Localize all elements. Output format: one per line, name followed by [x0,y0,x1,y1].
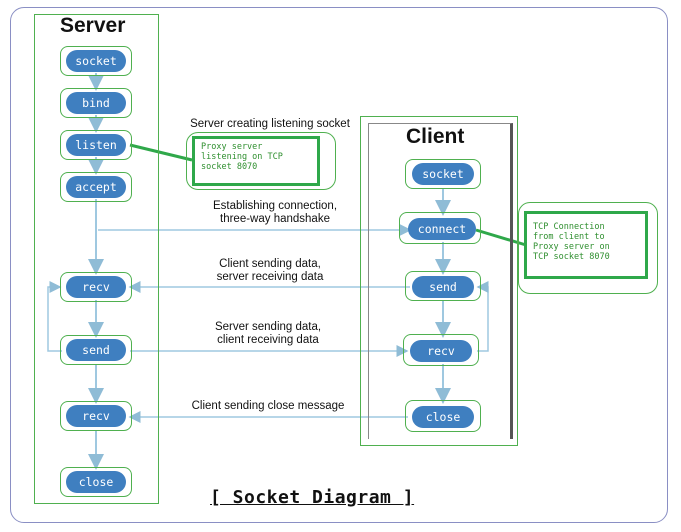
client-column [368,123,513,439]
server-step-frame [60,172,132,202]
server-step-recv-close: recv [66,405,126,427]
server-step-frame [60,335,132,365]
tcp-note-line: from client to [533,232,605,242]
client-step-frame [399,212,481,244]
diagram-frame [10,7,668,523]
tcp-note-line: Proxy server on [533,242,610,252]
proxy-note-line: socket 8070 [201,162,258,172]
close-message-label: Client sending close message [191,400,345,412]
listening-socket-label: Server creating listening socket [190,118,350,130]
tcp-connection-note: TCP Connection from client to Proxy serv… [524,211,648,279]
proxy-note-line: Proxy server [201,142,263,152]
client-step-frame [405,400,481,432]
server-send-label-line1: Server sending data, [214,321,322,333]
handshake-label-line1: Establishing connection, [212,200,338,212]
server-loop-bracket [47,281,62,352]
client-send-label-line1: Client sending data, [219,258,321,270]
server-column [34,14,159,504]
server-step-frame [60,88,132,118]
client-step-close: close [412,406,474,428]
client-step-connect: connect [408,218,476,240]
client-step-send: send [412,276,474,298]
server-step-bind: bind [66,92,126,114]
server-step-listen: listen [66,134,126,156]
client-step-frame [403,334,479,366]
server-step-frame [60,467,132,497]
client-send-label-line2: server receiving data [216,271,324,283]
server-step-frame [60,46,132,76]
server-step-close: close [66,471,126,493]
server-step-recv: recv [66,276,126,298]
client-column-outer [360,116,518,446]
server-title: Server [60,14,126,37]
server-step-send: send [66,339,126,361]
handshake-label-line2: three-way handshake [220,213,330,225]
server-step-accept: accept [66,176,126,198]
proxy-server-note: Proxy server listening on TCP socket 807… [192,136,320,186]
client-loop-bracket [476,281,489,352]
proxy-note-frame [186,132,336,190]
proxy-note-line: listening on TCP [201,152,283,162]
diagram-caption: [ Socket Diagram ] [210,487,415,508]
client-step-frame [405,271,481,301]
server-step-frame [60,272,132,302]
tcp-note-frame [518,202,658,294]
tcp-note-line: TCP socket 8070 [533,252,610,262]
client-title: Client [406,125,465,148]
client-step-socket: socket [412,163,474,185]
client-step-recv: recv [410,340,472,362]
server-step-frame [60,401,132,431]
tcp-note-line: TCP Connection [533,222,605,232]
server-step-socket: socket [66,50,126,72]
server-send-label-line2: client receiving data [217,334,319,346]
client-step-frame [405,159,481,189]
server-step-frame [60,130,132,160]
proxy-note-connector [129,143,193,162]
